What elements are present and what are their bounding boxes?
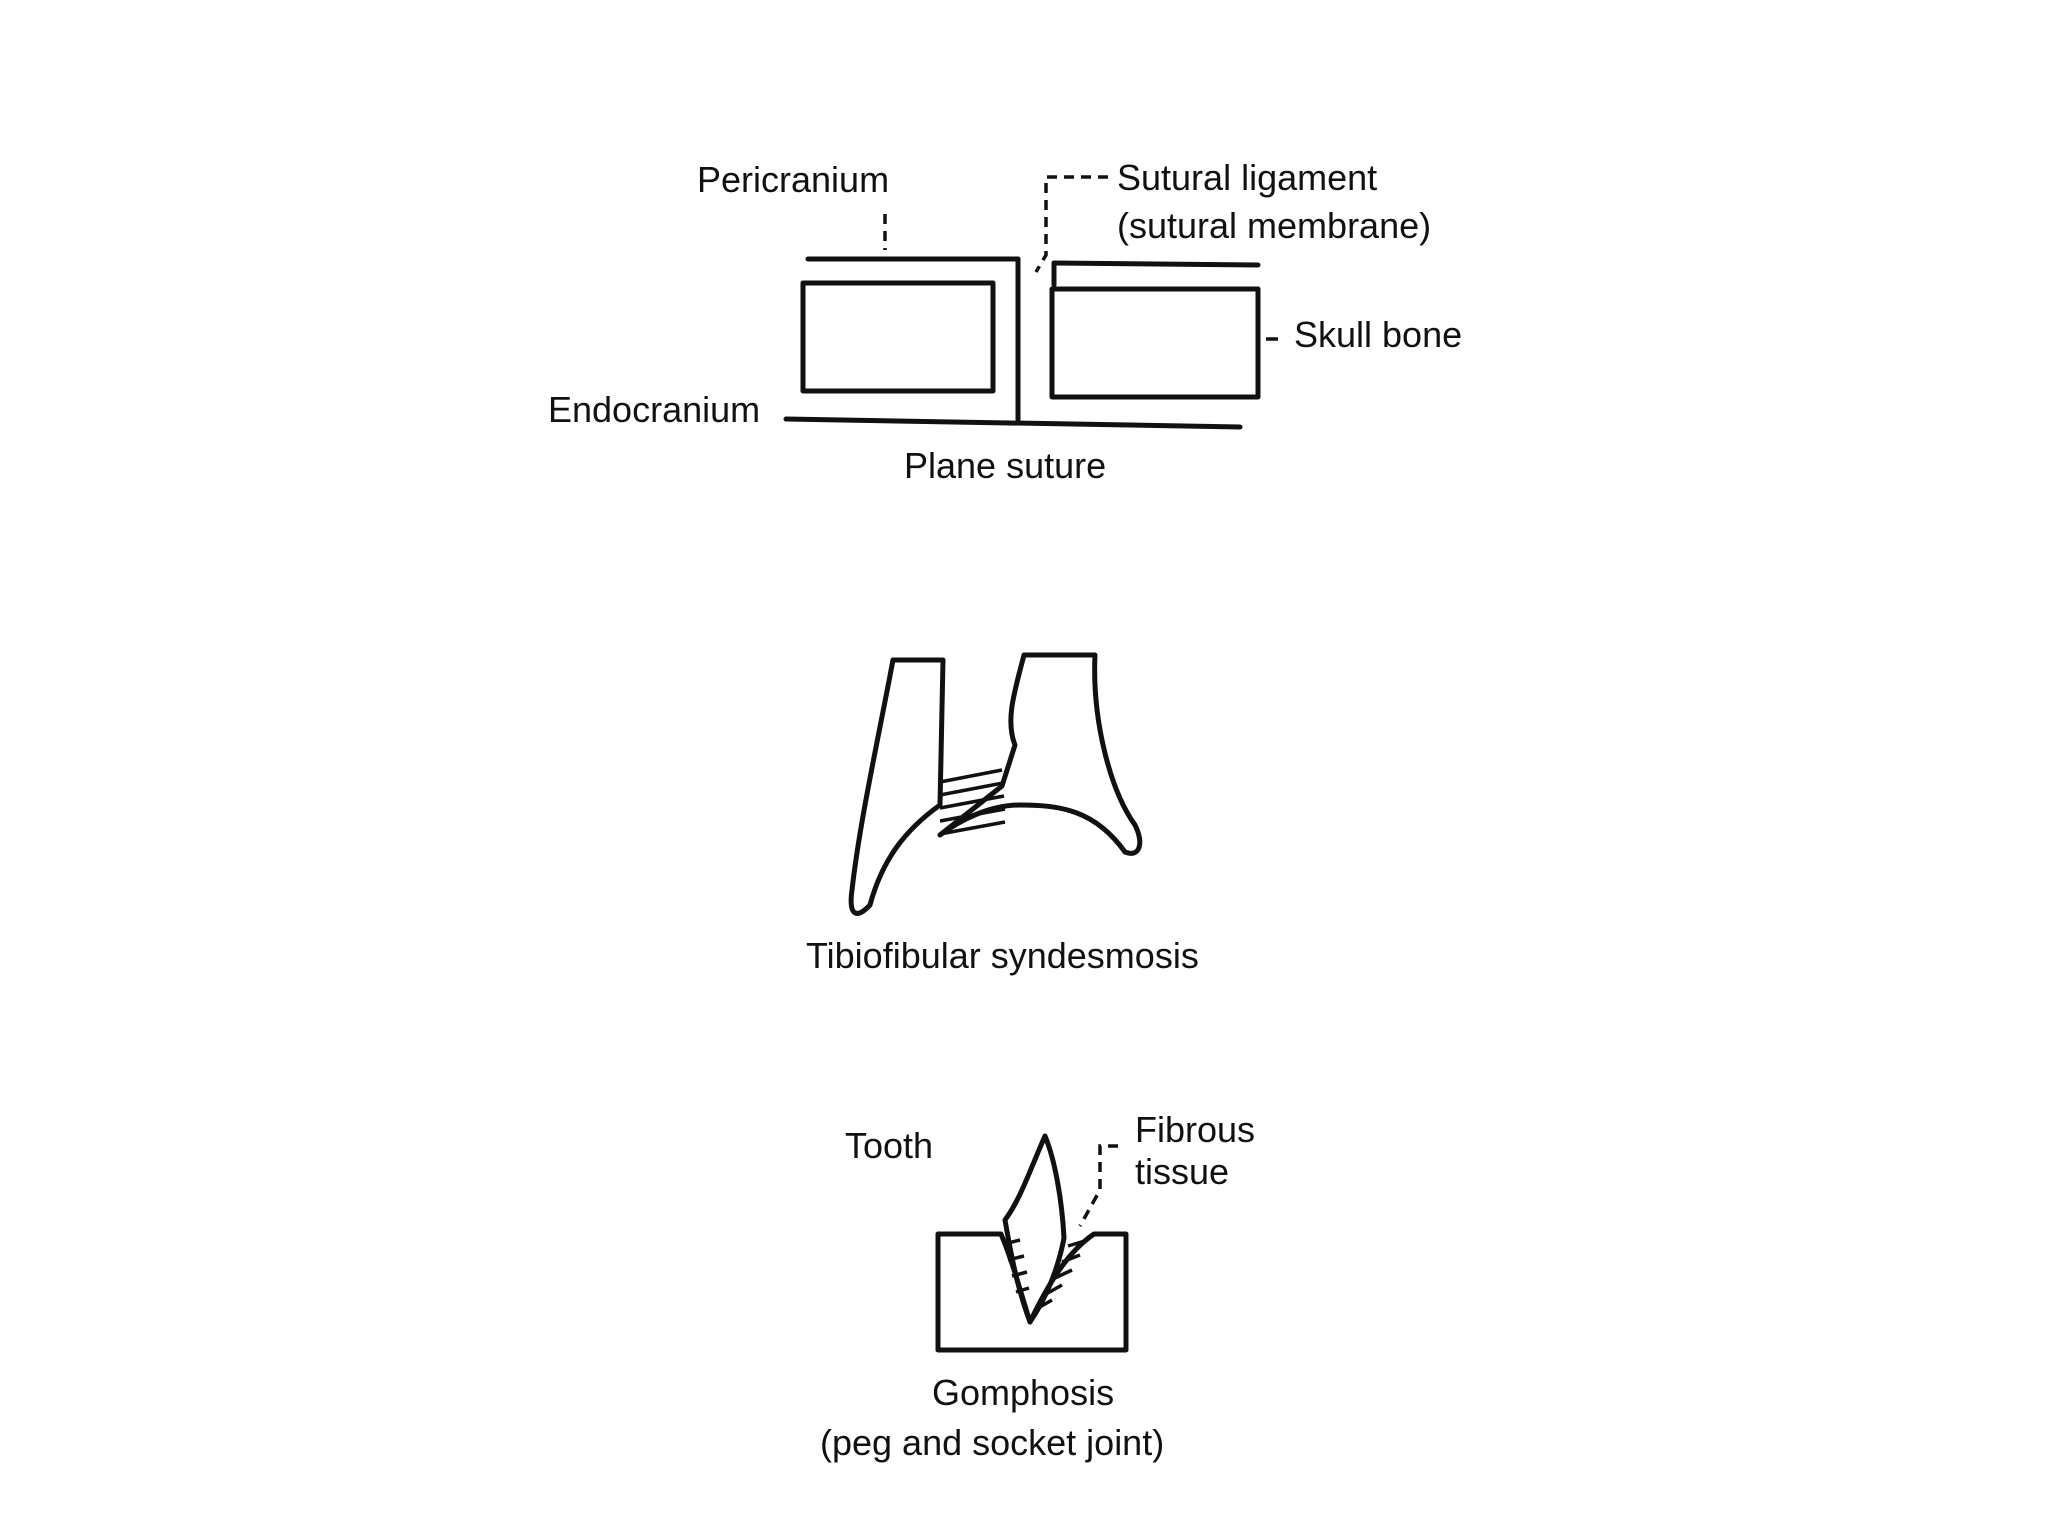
sutural-ligament-leader [1034,175,1108,273]
gomphosis-figure: Tooth Fibrous tissue Gomphosis (peg and … [820,1109,1255,1463]
skull-bone-label: Skull bone [1294,314,1462,355]
fibrous-label: Fibrous [1135,1109,1255,1150]
skull-bone-left [800,280,996,394]
tissue-label: tissue [1135,1151,1229,1192]
syndesmosis-figure: Tibiofibular syndesmosis [806,652,1199,976]
fibrous-tissue-leader [1078,1144,1118,1227]
gomphosis-caption: Gomphosis [932,1372,1114,1413]
pericranium-label: Pericranium [697,159,889,200]
interosseous-ligament [939,768,1006,836]
tooth-label: Tooth [845,1125,933,1166]
endocranium-label: Endocranium [548,389,760,430]
jaw-bone [935,1231,1129,1353]
plane-suture-caption: Plane suture [904,445,1106,486]
tibia-bone [937,652,1143,856]
pericranium-line-right [1051,260,1261,268]
tooth [1002,1133,1067,1325]
fibrous-tissue-hatching [1003,1238,1089,1310]
sutural-membrane-label: (sutural membrane) [1117,205,1431,246]
endocranium-line [783,416,1243,430]
gomphosis-subcaption: (peg and socket joint) [820,1422,1164,1463]
fibula-bone [848,657,946,916]
sutural-ligament-label: Sutural ligament [1117,157,1377,198]
syndesmosis-caption: Tibiofibular syndesmosis [806,935,1199,976]
plane-suture-figure: Pericranium Sutural ligament (sutural me… [548,157,1462,486]
skull-bone-right [1049,286,1261,400]
